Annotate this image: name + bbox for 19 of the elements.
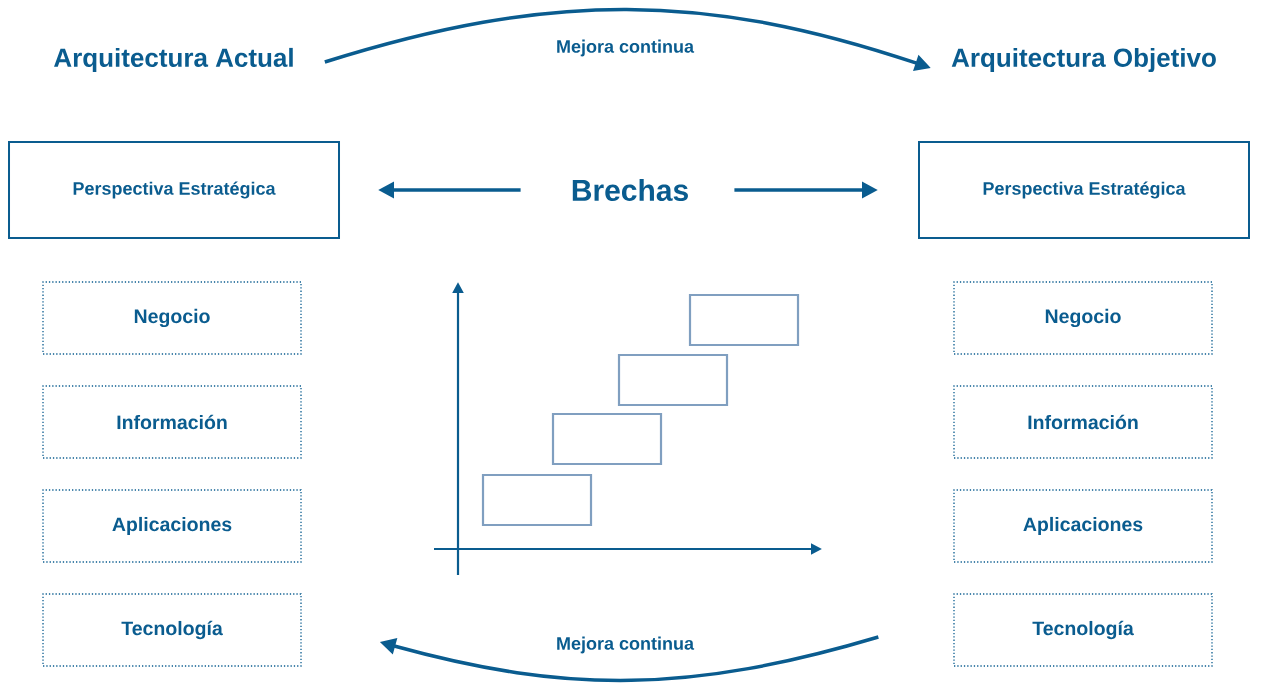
edge-label: Mejora continua [555, 38, 695, 58]
heading: Arquitectura Objetivo [951, 47, 1216, 73]
heading: Brechas [572, 179, 688, 201]
gap-box [617, 353, 729, 407]
heading: Arquitectura Actual [54, 47, 293, 73]
layer-box: Tecnología [953, 593, 1213, 667]
perspective-box: Perspectiva Estratégica [918, 141, 1250, 239]
gap-box [481, 473, 593, 527]
layer-box: Aplicaciones [42, 489, 302, 563]
layer-box: Tecnología [42, 593, 302, 667]
gap-box [551, 412, 663, 466]
layer-box: Negocio [42, 281, 302, 355]
layer-box: Aplicaciones [953, 489, 1213, 563]
layer-box: Negocio [953, 281, 1213, 355]
layer-box: Información [953, 385, 1213, 459]
perspective-box: Perspectiva Estratégica [8, 141, 340, 239]
edge-label: Mejora continua [555, 635, 695, 655]
gap-box [688, 293, 800, 347]
layer-box: Información [42, 385, 302, 459]
